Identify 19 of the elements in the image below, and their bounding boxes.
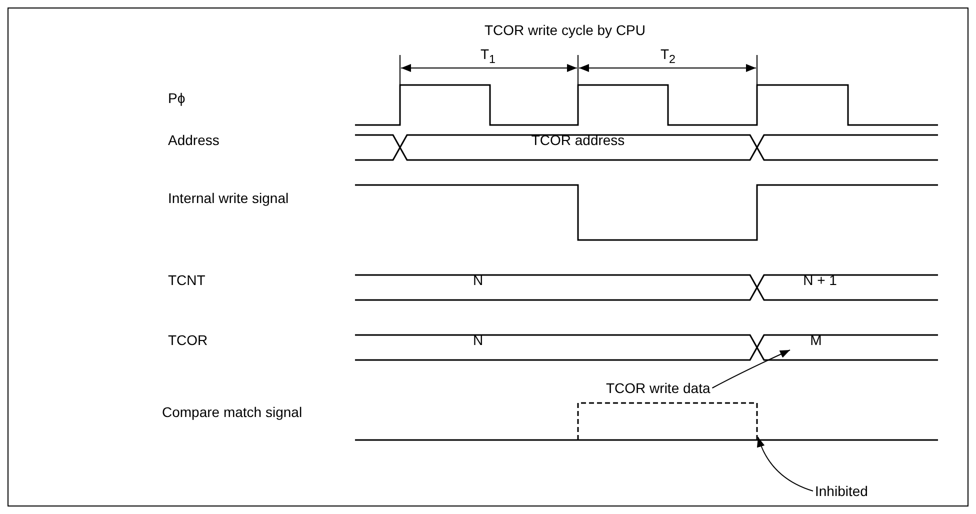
bus-value: TCOR address xyxy=(531,132,625,148)
bus-value: N xyxy=(472,272,484,288)
dashed-pulse xyxy=(577,402,758,440)
signal-name: Internal write signal xyxy=(168,190,289,206)
leader-line xyxy=(712,350,790,388)
period-label: T$_{1}$ xyxy=(480,46,496,68)
leader-line xyxy=(757,436,814,492)
signal-name: TCNT xyxy=(168,272,206,288)
bus-value: N xyxy=(472,332,484,348)
annotation-text: TCOR write data xyxy=(606,380,710,396)
title-text: TCOR write cycle by CPU xyxy=(484,22,646,38)
signal-name: Address xyxy=(168,132,220,148)
signal-name: Compare match signal xyxy=(162,404,302,420)
bus-value: N + 1 xyxy=(803,272,837,288)
bus-value: M xyxy=(810,332,822,348)
period-label: T$_{2}$ xyxy=(660,46,676,68)
signal-name: Pϕ xyxy=(168,90,186,106)
annotation-text: Inhibited xyxy=(815,483,868,499)
signal-name: TCOR xyxy=(168,332,208,348)
